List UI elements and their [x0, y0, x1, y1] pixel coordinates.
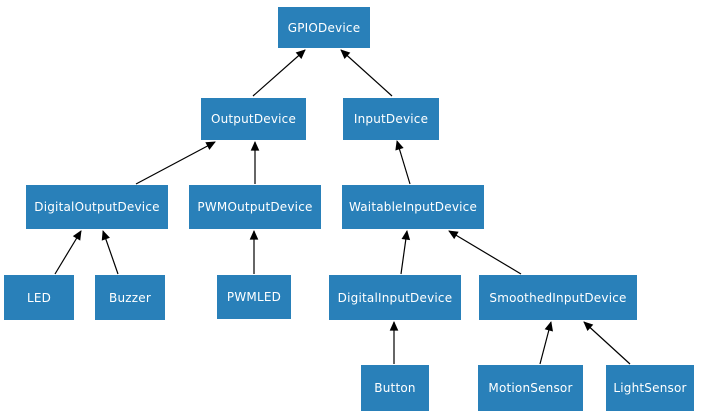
- class-node-led: LED: [4, 275, 74, 320]
- class-node-waitableinputdevice: WaitableInputDevice: [342, 185, 484, 229]
- edge-motionsensor-smoothedinputdevice: [539, 321, 553, 365]
- edge-smoothedinputdevice-waitableinputdevice: [448, 230, 522, 275]
- edge-outputdevice-gpiodevice: [252, 49, 306, 97]
- edge-inputdevice-gpiodevice: [340, 49, 393, 97]
- edge-buzzer-digitaloutputdevice: [101, 230, 119, 275]
- class-node-inputdevice: InputDevice: [343, 98, 439, 140]
- edge-led-digitaloutputdevice: [54, 230, 82, 275]
- class-node-pwmled: PWMLED: [217, 275, 291, 319]
- class-node-outputdevice: OutputDevice: [201, 98, 306, 140]
- class-node-digitalinputdevice: DigitalInputDevice: [329, 275, 461, 320]
- class-node-pwmoutputdevice: PWMOutputDevice: [189, 185, 321, 229]
- edge-digitalinputdevice-waitableinputdevice: [400, 230, 411, 275]
- class-node-gpiodevice: GPIODevice: [278, 7, 370, 48]
- class-node-digitaloutputdevice: DigitalOutputDevice: [26, 185, 168, 229]
- class-node-motionsensor: MotionSensor: [478, 365, 583, 411]
- edge-lightsensor-smoothedinputdevice: [583, 321, 631, 365]
- class-node-lightsensor: LightSensor: [606, 365, 694, 411]
- class-node-buzzer: Buzzer: [95, 275, 165, 320]
- class-node-button: Button: [361, 365, 429, 411]
- edge-digitaloutputdevice-outputdevice: [135, 141, 216, 185]
- class-node-smoothedinputdevice: SmoothedInputDevice: [479, 275, 637, 320]
- edge-waitableinputdevice-inputdevice: [395, 140, 411, 185]
